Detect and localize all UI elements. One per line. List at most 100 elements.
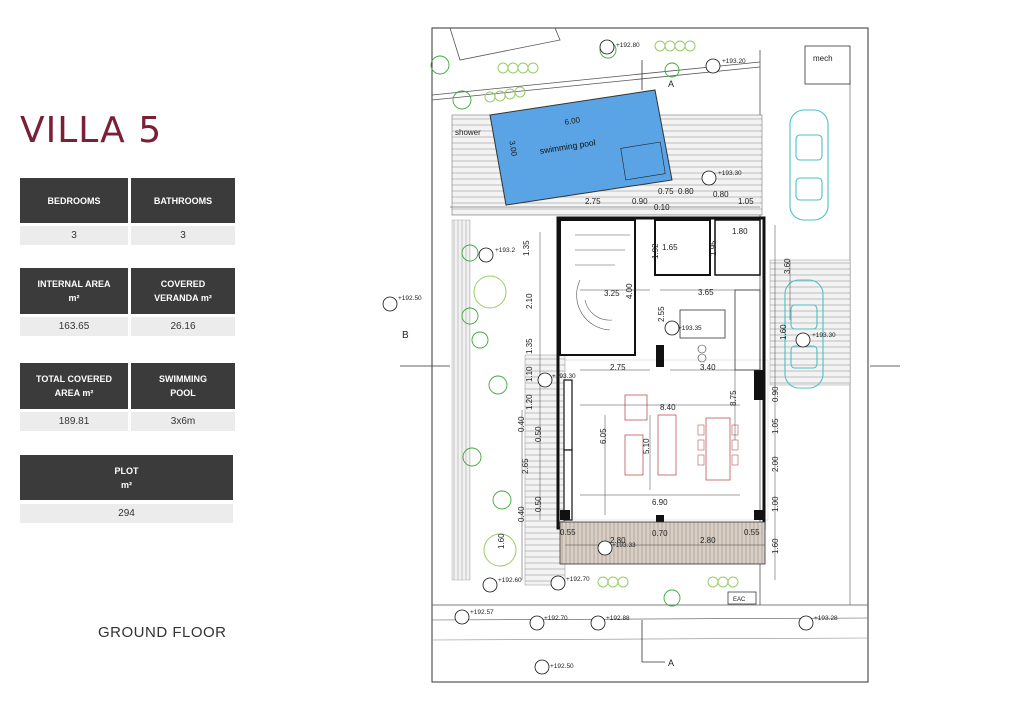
plot-header: PLOT m² [20,455,233,500]
dim-4: 0.10 [654,203,670,212]
bathrooms-value: 3 [131,226,235,245]
bathrooms-label: BATHROOMS [153,195,213,206]
eac-box [727,591,757,605]
dim-22: 0.55 [744,528,760,537]
level-3: +193.2 [495,247,515,254]
dim-24: 2.80 [700,536,716,545]
covered-veranda-label: COVERED [160,279,206,289]
internal-area-unit: m² [68,293,80,303]
kitchen-counter [734,289,761,371]
total-covered-label: TOTAL COVERED [35,374,112,384]
dim-35: 8.75 [729,390,738,406]
shower-block [714,219,761,276]
dim-34: 5.10 [642,438,651,454]
dim-18: 0.50 [534,496,543,512]
level-1: +193.20 [722,58,746,65]
level-6: +193.30 [812,332,836,339]
covered-veranda-unit: VERANDA m² [154,293,212,303]
total-covered-value: 189.81 [20,412,128,431]
swimming-pool-header: SWIMMING POOL [131,363,235,409]
shower-label: shower [455,128,481,137]
dim-1: 3.00 [507,140,518,157]
armchair [657,414,677,476]
section-a-top: A [668,79,674,89]
dim-40: 3.60 [783,258,792,274]
dim-2: 2.75 [585,197,601,206]
dim-25: 6.90 [652,498,668,507]
bedrooms-value: 3 [20,226,128,245]
spiral-stair [575,234,630,331]
dim-5: 0.75 [658,187,674,196]
bedrooms-header: BEDROOMS [20,178,128,223]
level-9: +192.60 [498,577,522,584]
internal-area-value: 163.65 [20,317,128,336]
floor-plan: mech swimming pool shower [382,27,900,683]
plot-value: 294 [20,504,233,523]
dining-table [705,417,731,481]
bedrooms-label: BEDROOMS [47,195,101,206]
dim-42: 0.90 [771,386,780,402]
side-terrace-left [451,219,471,581]
eac-label: EAC [733,597,746,603]
mech-room [804,45,851,85]
dim-8: 1.05 [738,197,754,206]
floor-label: GROUND FLOOR [98,624,227,641]
dim-7: 0.80 [713,190,729,199]
level-4: +192.50 [398,295,422,302]
dim-10: 2.10 [525,293,534,309]
level-0: +192.80 [616,42,640,49]
dim-36: 1.65 [662,243,678,252]
dim-29: 3.65 [698,288,714,297]
dim-20: 0.55 [560,528,576,537]
level-8: +193.33 [612,542,636,549]
covered-veranda-header: COVERED VERANDA m² [131,268,235,314]
dim-11: 1.35 [525,338,534,354]
covered-veranda [559,521,766,565]
dim-17: 0.40 [517,506,526,522]
coffee-table [624,434,644,476]
dim-3: 0.90 [632,197,648,206]
dim-30: 2.75 [610,363,626,372]
plants [430,41,681,607]
level-labels: +192.80 +193.20 +193.30 +193.2 +192.50 +… [398,42,838,670]
dim-15: 0.50 [534,426,543,442]
dim-13: 1.20 [525,394,534,410]
pool-steps [620,141,666,181]
level-13: +192.88 [606,615,630,622]
dim-14: 0.40 [517,416,526,432]
level-7: +193.30 [552,373,576,380]
wc-block [654,219,711,276]
dim-19: 1.60 [497,533,506,549]
dim-6: 0.80 [678,187,694,196]
dimension-labels: 6.00 3.00 2.75 0.90 0.10 0.75 0.80 0.80 … [497,115,792,554]
plot-unit: m² [121,479,132,490]
internal-area-label: INTERNAL AREA [37,279,111,289]
dim-37: 1.92 [651,243,660,259]
dim-12: 1.10 [525,366,534,382]
total-covered-header: TOTAL COVERED AREA m² [20,363,128,409]
dim-26: 3.25 [604,289,620,298]
right-terrace [769,259,851,386]
swimming-pool-value: 3x6m [131,412,235,431]
shrub-rows [473,40,739,588]
section-b-left: B [402,330,409,341]
level-5: +193.35 [678,325,702,332]
swimming-pool-label: SWIMMING [159,374,207,384]
dim-33: 6.05 [599,428,608,444]
dim-39: 1.80 [732,227,748,236]
dim-46: 1.60 [771,538,780,554]
total-covered-unit: AREA m² [54,388,94,398]
dim-27: 4.00 [625,283,634,299]
internal-area-header: INTERNAL AREA m² [20,268,128,314]
plot-label: PLOT [114,465,139,476]
dim-16: 2.65 [521,458,530,474]
level-10: +192.70 [566,576,590,583]
sofa [624,394,648,421]
dim-32: 8.40 [660,403,676,412]
dim-28: 2.55 [657,306,666,322]
level-14: +193.28 [814,615,838,622]
plot-boundary [431,27,869,683]
villa-title: VILLA 5 [20,110,163,151]
dim-9: 1.35 [522,240,531,256]
dim-38: 1.95 [709,240,718,256]
